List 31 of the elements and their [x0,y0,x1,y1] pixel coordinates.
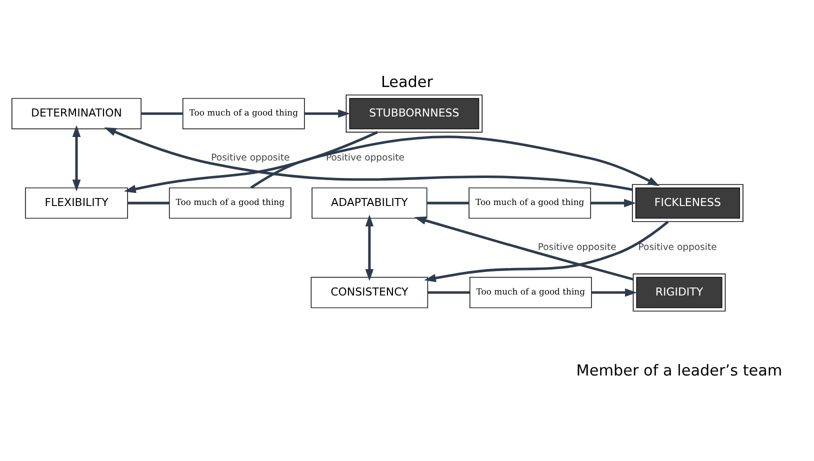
arrow [124,131,378,194]
edge-label: Positive opposite [538,242,616,254]
arrow [414,216,634,281]
node-box: FICKLENESS [632,184,744,222]
node-box: Too much of a good thing [182,98,305,130]
connector [427,202,469,204]
arrow [424,220,669,282]
node-box: FLEXIBILITY [25,187,128,219]
edge-label: Positive opposite [638,242,717,254]
connector [128,202,169,204]
node-box: Too much of a good thing [168,187,292,219]
arrow [250,136,660,189]
connector [141,112,183,115]
node-box: STUBBORNNESS [346,94,483,133]
node-box: ADAPTABILITY [312,187,428,219]
connector [428,291,470,294]
node-box: DETERMINATION [12,98,142,130]
node-box: Too much of a good thing [469,276,592,308]
arrow [104,127,632,191]
node-box: RIGIDITY [632,274,726,312]
edge-label: Positive opposite [326,152,404,164]
arrow [590,198,636,208]
diagram-title: Leader [380,72,434,91]
arrow [592,288,637,297]
caption: Member of a leader’s team [576,362,782,380]
arrow [304,109,350,118]
node-box: CONSISTENCY [310,276,428,308]
arrow [365,214,374,281]
node-box: Too much of a good thing [468,187,592,219]
edge-label: Positive opposite [211,152,290,164]
arrow [72,125,81,192]
